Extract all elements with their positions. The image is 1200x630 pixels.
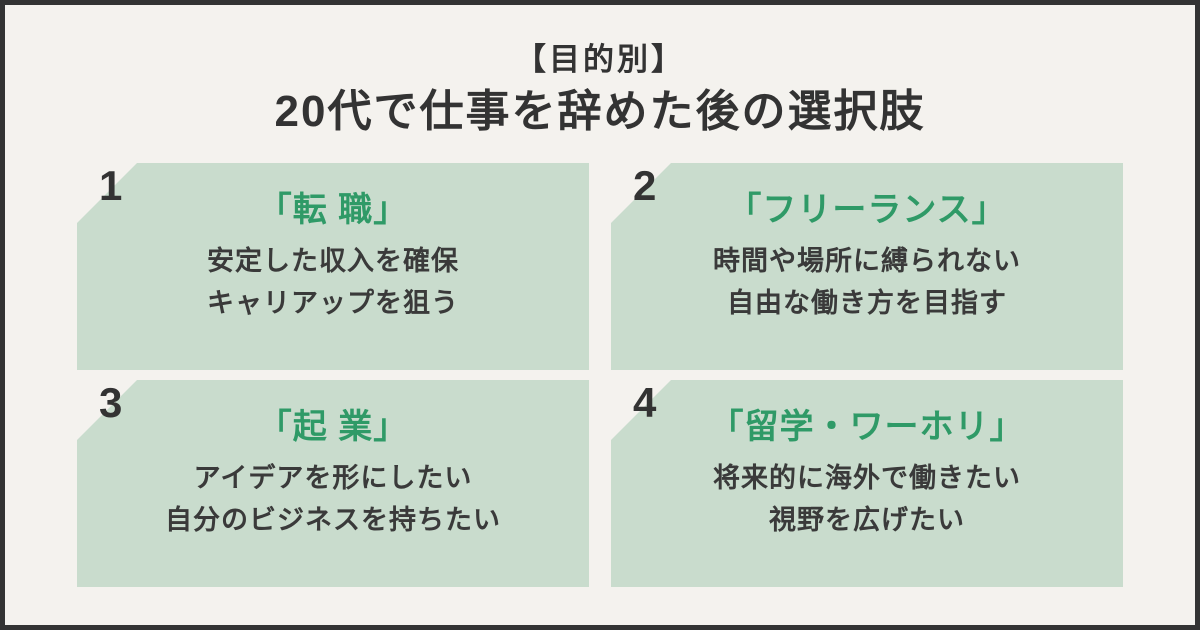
card-title: 「フリーランス」 — [727, 190, 1007, 229]
card-description-line2: 自由な働き方を目指す — [727, 287, 1007, 318]
card-content: 「起 業」 アイデアを形にしたい 自分のビジネスを持ちたい — [77, 380, 589, 541]
header: 【目的別】 20代で仕事を辞めた後の選択肢 — [5, 5, 1195, 139]
card-background-shape — [77, 162, 589, 370]
card-background-shape — [77, 379, 589, 587]
card-study-abroad: 4 「留学・ワーホリ」 将来的に海外で働きたい 視野を広げたい — [611, 378, 1123, 587]
card-description: 将来的に海外で働きたい 視野を広げたい — [611, 458, 1123, 542]
card-number: 3 — [99, 378, 123, 426]
card-description: 安定した収入を確保 キャリアップを狙う — [77, 241, 589, 325]
card-content: 「転 職」 安定した収入を確保 キャリアップを狙う — [77, 163, 589, 324]
card-background-shape — [611, 379, 1123, 587]
options-grid: 1 「転 職」 安定した収入を確保 キャリアップを狙う 2 「フリーランス」 時… — [77, 161, 1123, 587]
category-kicker: 【目的別】 — [515, 42, 685, 77]
card-description: 時間や場所に縛られない 自由な働き方を目指す — [611, 241, 1123, 325]
card-description-line2: キャリアップを狙う — [207, 287, 459, 318]
card-title: 「転 職」 — [257, 190, 409, 229]
card-number: 4 — [633, 378, 657, 426]
page-title: 20代で仕事を辞めた後の選択肢 — [274, 87, 926, 137]
card-description-line2: 視野を広げたい — [769, 504, 965, 535]
card-description-line1: アイデアを形にしたい — [193, 462, 473, 493]
card-number: 2 — [633, 161, 657, 209]
card-number: 1 — [99, 161, 123, 209]
card-background-shape — [611, 162, 1123, 370]
card-content: 「留学・ワーホリ」 将来的に海外で働きたい 視野を広げたい — [611, 380, 1123, 541]
card-startup: 3 「起 業」 アイデアを形にしたい 自分のビジネスを持ちたい — [77, 378, 589, 587]
card-job-change: 1 「転 職」 安定した収入を確保 キャリアップを狙う — [77, 161, 589, 370]
card-content: 「フリーランス」 時間や場所に縛られない 自由な働き方を目指す — [611, 163, 1123, 324]
card-freelance: 2 「フリーランス」 時間や場所に縛られない 自由な働き方を目指す — [611, 161, 1123, 370]
card-title: 「起 業」 — [257, 407, 409, 446]
card-description-line1: 将来的に海外で働きたい — [713, 462, 1021, 493]
card-description: アイデアを形にしたい 自分のビジネスを持ちたい — [77, 458, 589, 542]
card-title: 「留学・ワーホリ」 — [709, 407, 1025, 446]
card-description-line2: 自分のビジネスを持ちたい — [165, 504, 501, 535]
card-description-line1: 安定した収入を確保 — [207, 245, 459, 276]
card-description-line1: 時間や場所に縛られない — [713, 245, 1021, 276]
